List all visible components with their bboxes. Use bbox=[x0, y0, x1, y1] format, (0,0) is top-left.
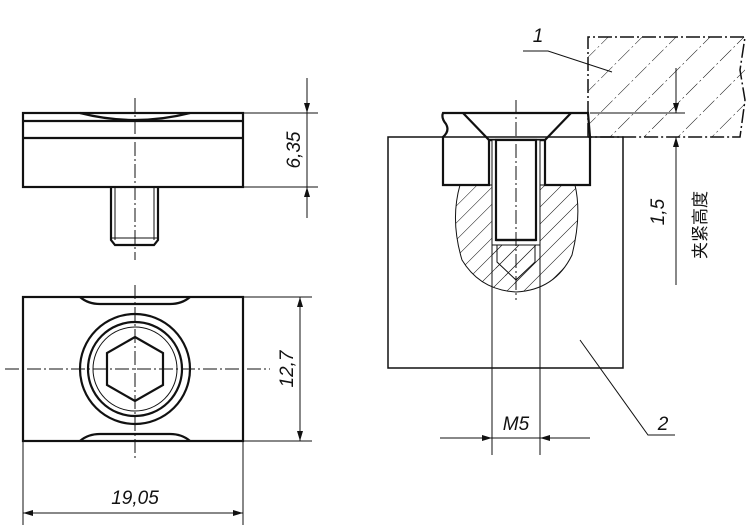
dimension-height: 6,35 bbox=[284, 131, 305, 168]
dimension-clamp-value: 1,5 bbox=[648, 198, 669, 225]
clamp-height-label: 夹紧高度 bbox=[691, 191, 711, 259]
section-view: M5 1,5 夹紧高度 1 2 bbox=[387, 26, 746, 455]
dimension-length: 19,05 bbox=[111, 488, 159, 509]
top-view: 12,7 19,05 bbox=[5, 285, 312, 525]
callout-1: 1 bbox=[533, 26, 544, 47]
dimension-width: 12,7 bbox=[277, 349, 298, 387]
side-view: 6,35 bbox=[21, 78, 318, 260]
dimension-thread: M5 bbox=[503, 414, 530, 435]
callout-2: 2 bbox=[657, 414, 669, 435]
